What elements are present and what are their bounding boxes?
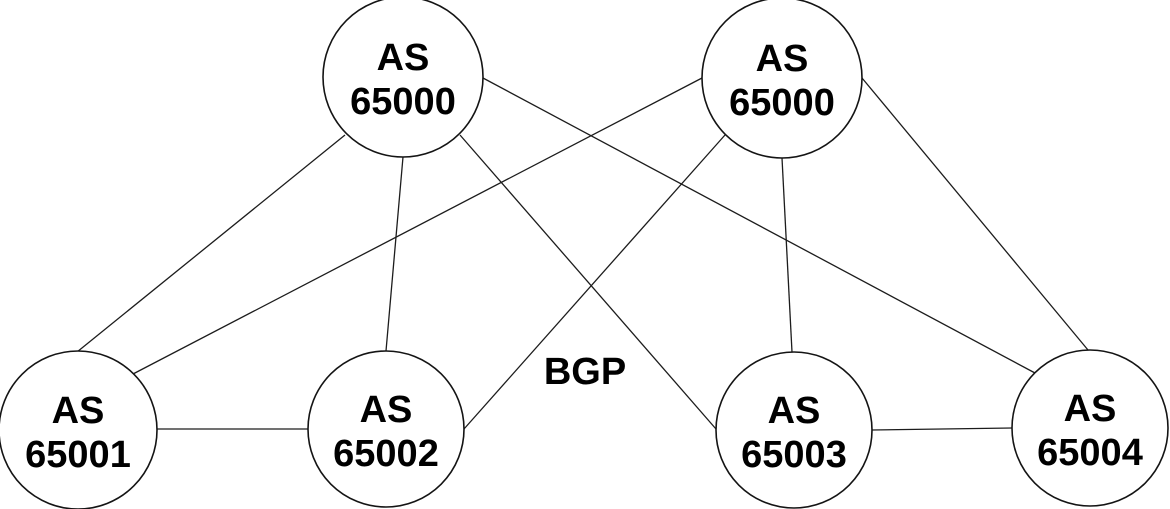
edge-as65000-left--as65001 (76, 134, 346, 353)
edge-as65000-left--as65003 (459, 134, 717, 430)
node-circle-as65004 (1011, 349, 1169, 507)
edge-as65000-right--as65002 (463, 134, 726, 430)
bgp-label: BGP (544, 351, 626, 393)
node-circle-as65000-left (322, 0, 484, 158)
edge-as65000-left--as65002 (385, 156, 404, 352)
node-circle-as65002 (307, 350, 465, 508)
node-circle-as65000-right (701, 0, 863, 159)
edges-layer (76, 77, 1089, 431)
edge-as65000-right--as65004 (861, 77, 1089, 351)
edge-as65000-right--as65003 (781, 157, 793, 353)
edge-as65003--as65004 (871, 427, 1013, 431)
edge-as65000-right--as65001 (132, 77, 703, 375)
node-circle-as65001 (0, 350, 158, 509)
node-circle-as65003 (715, 351, 873, 509)
edge-as65000-left--as65004 (482, 77, 1036, 374)
